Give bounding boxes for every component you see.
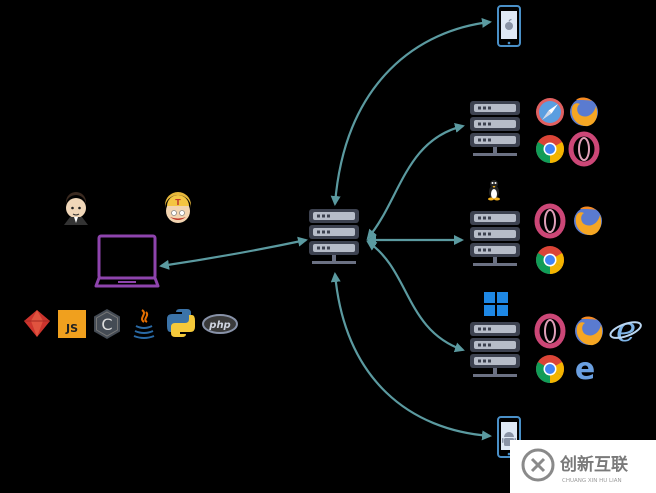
firefox-icon [570, 97, 598, 127]
windows-icon [484, 292, 508, 316]
node-2-browsers [536, 206, 602, 274]
arrow-hub-ios-phone [330, 17, 492, 206]
chrome-icon [536, 135, 564, 163]
node-server-icon [470, 101, 520, 156]
arrow-hub-android-phone [330, 272, 492, 441]
arrow-hub-node-1 [366, 123, 465, 240]
firefox-icon [575, 316, 603, 346]
c-icon: C [94, 309, 120, 339]
ruby-icon [24, 310, 50, 337]
safari-icon [536, 98, 564, 126]
connection-arrows [159, 17, 492, 441]
node-server-icon [470, 211, 520, 266]
js-label: JS [65, 322, 78, 335]
java-icon [133, 309, 155, 339]
php-icon: php [202, 314, 238, 334]
opera-icon [571, 134, 597, 164]
watermark-sub: CHUANG XIN HU LIAN [562, 478, 622, 484]
watermark-brand: 创新互联 [559, 454, 628, 475]
travis-ci-icon: T [165, 192, 191, 223]
opera-icon [537, 206, 563, 236]
laptop-icon [94, 234, 160, 288]
edge-icon [574, 352, 596, 387]
chrome-icon [536, 355, 564, 383]
language-icons: JS C php [24, 309, 238, 339]
apple-icon [505, 18, 513, 30]
node-3-browsers [536, 309, 644, 387]
ie-icon [607, 309, 644, 351]
jenkins-icon [64, 192, 88, 225]
javascript-icon: JS [58, 310, 86, 338]
node-server-icon [470, 322, 520, 377]
ios-phone-icon [497, 5, 521, 47]
arrow-hub-laptop [159, 236, 308, 270]
firefox-icon [574, 206, 602, 236]
grid-hub-server-icon [309, 209, 359, 264]
watermark: 创新互联 CHUANG XIN HU LIAN [510, 440, 656, 493]
c-label: C [101, 315, 112, 334]
arrow-hub-node-3 [366, 240, 465, 353]
brand-logo-icon [521, 448, 555, 482]
linux-tux-icon [488, 180, 500, 201]
opera-icon [537, 316, 563, 346]
chrome-icon [536, 246, 564, 274]
node-1-browsers [536, 97, 598, 164]
python-icon [167, 309, 195, 337]
travis-letter: T [175, 198, 181, 207]
php-label: php [208, 320, 230, 331]
